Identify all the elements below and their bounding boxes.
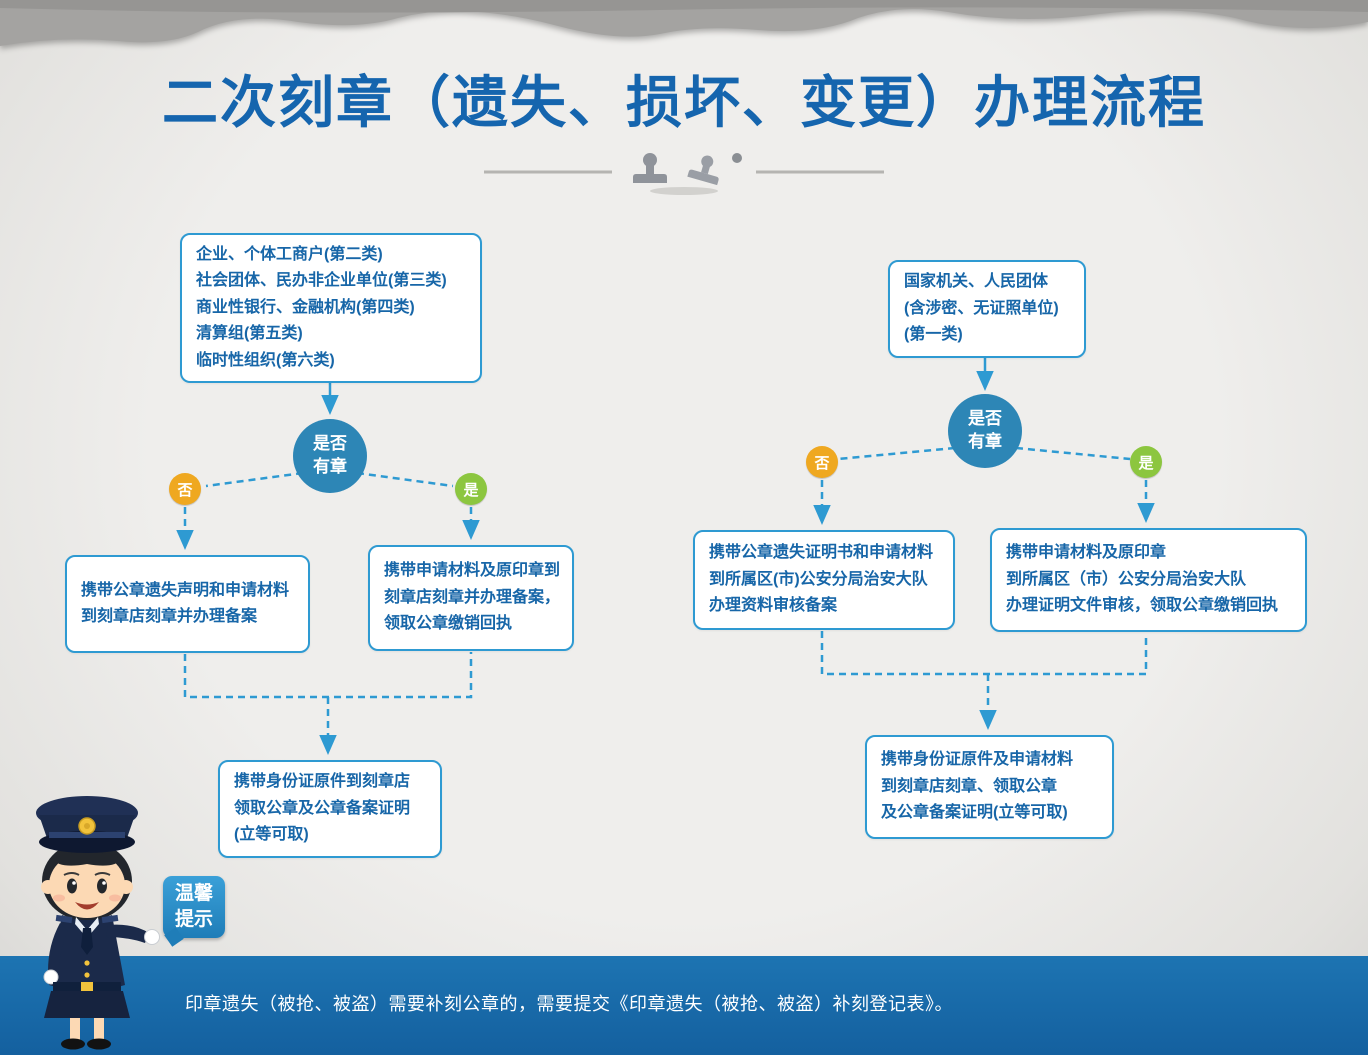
right-no-badge: 否: [806, 446, 838, 478]
footer-bar: 印章遗失（被抢、被盗）需要补刻公章的，需要提交《印章遗失（被抢、被盗）补刻登记表…: [0, 956, 1368, 1055]
box-line: 到所属区(市)公安分局治安大队: [709, 570, 928, 588]
right-yes-box: 携带申请材料及原印章 到所属区（市）公安分局治安大队 办理证明文件审核，领取公章…: [990, 528, 1307, 632]
right-yes-badge: 是: [1130, 446, 1162, 478]
box-line: 清算组(第五类): [196, 325, 303, 343]
badge-label: 否: [814, 454, 830, 472]
box-line: 办理资料审核备案: [709, 597, 838, 615]
box-line: 国家机关、人民团体: [904, 273, 1049, 291]
left-yes-box: 携带申请材料及原印章到 刻章店刻章并办理备案， 领取公章缴销回执: [368, 545, 574, 651]
tips-label: 温馨: [174, 883, 213, 905]
left-start-box: 企业、个体工商户(第二类) 社会团体、民办非企业单位(第三类) 商业性银行、金融…: [180, 233, 482, 383]
seal-dot-icon: [732, 153, 742, 163]
tips-label: 提示: [174, 909, 213, 930]
right-no-box: 携带公章遗失证明书和申请材料 到所属区(市)公安分局治安大队 办理资料审核备案: [693, 530, 955, 630]
left-yes-badge: 是: [455, 473, 487, 505]
box-line: 携带申请材料及原印章到: [384, 562, 561, 580]
decision-label: 是否: [968, 409, 1002, 429]
box-line: (含涉密、无证照单位): [904, 299, 1059, 317]
seal-stamp-icon: [687, 155, 719, 186]
torn-paper-edge: [0, 0, 1368, 46]
left-decision-circle: 是否 有章: [293, 419, 367, 493]
right-final-box: 携带身份证原件及申请材料 到刻章店刻章、领取公章 及公章备案证明(立等可取): [865, 735, 1114, 839]
right-decision-circle: 是否 有章: [948, 394, 1022, 468]
box-line: 到刻章店刻章并办理备案: [81, 608, 258, 625]
badge-label: 是: [463, 481, 479, 499]
box-line: 商业性银行、金融机构(第四类): [196, 298, 415, 316]
badge-label: 否: [177, 481, 193, 499]
box-line: 携带身份证原件到刻章店: [234, 773, 411, 791]
left-no-box: 携带公章遗失声明和申请材料 到刻章店刻章并办理备案: [65, 555, 310, 653]
right-start-box: 国家机关、人民团体 (含涉密、无证照单位) (第一类): [888, 260, 1086, 358]
box-line: 领取公章缴销回执: [384, 615, 513, 633]
box-line: 携带身份证原件及申请材料: [881, 751, 1074, 769]
box-line: 刻章店刻章并办理备案，: [384, 588, 561, 606]
seal-stamp-icon: [633, 153, 667, 183]
left-final-box: 携带身份证原件到刻章店 领取公章及公章备案证明 (立等可取): [218, 760, 442, 858]
box-line: 领取公章及公章备案证明: [234, 799, 411, 817]
box-line: 到所属区（市）公安分局治安大队: [1006, 570, 1247, 588]
box-line: 企业、个体工商户(第二类): [196, 246, 383, 264]
title-divider: [484, 153, 884, 195]
box-line: 社会团体、民办非企业单位(第三类): [196, 272, 447, 290]
left-no-badge: 否: [169, 473, 201, 505]
box-line: (立等可取): [234, 826, 309, 844]
box-line: 携带公章遗失证明书和申请材料: [709, 544, 934, 562]
tips-badge: 温馨 提示: [163, 876, 225, 938]
badge-label: 是: [1138, 454, 1154, 472]
decision-label: 有章: [968, 432, 1002, 451]
box-line: (第一类): [904, 326, 963, 344]
box-line: 到刻章店刻章、领取公章: [881, 777, 1058, 795]
decision-label: 有章: [313, 457, 347, 476]
page-title: 二次刻章（遗失、损坏、变更）办理流程: [162, 71, 1206, 134]
box-line: 及公章备案证明(立等可取): [881, 804, 1068, 822]
box-line: 临时性组织(第六类): [196, 351, 335, 369]
decision-label: 是否: [313, 434, 347, 454]
police-officer-illustration: [36, 796, 160, 1050]
box-line: 办理证明文件审核，领取公章缴销回执: [1006, 597, 1279, 615]
box-line: 携带公章遗失声明和申请材料: [81, 581, 290, 599]
footer-notice: 印章遗失（被抢、被盗）需要补刻公章的，需要提交《印章遗失（被抢、被盗）补刻登记表…: [185, 994, 953, 1014]
box-line: 携带申请材料及原印章: [1006, 544, 1167, 562]
